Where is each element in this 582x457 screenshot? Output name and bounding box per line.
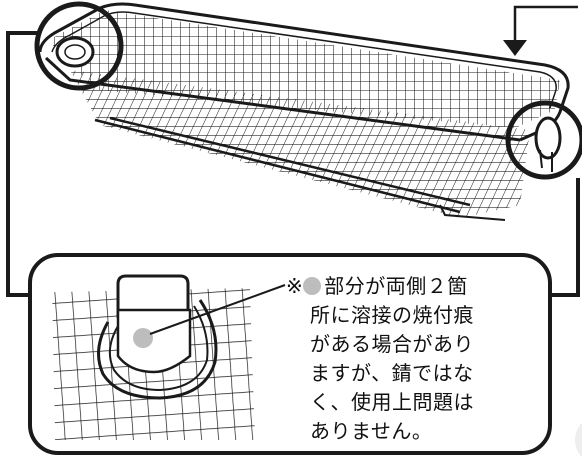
note-mark: ※ <box>286 274 304 298</box>
right-handle-highlight <box>505 100 582 180</box>
wire-basket <box>38 2 570 221</box>
note-line-5: く、使用上問題は <box>310 390 474 414</box>
note-line-2: 所に溶接の焼付痕 <box>310 303 474 327</box>
down-arrow-icon <box>503 40 527 56</box>
note-line-1: ※部分が両側２箇 <box>286 274 468 298</box>
note-line-4: ますが、錆ではな <box>310 361 474 385</box>
left-handle-highlight <box>34 1 124 91</box>
gray-dot-icon <box>303 277 322 295</box>
left-handle <box>55 36 95 68</box>
left-connector <box>6 31 40 297</box>
right-handle <box>534 116 562 172</box>
right-lower-connector <box>548 178 580 297</box>
right-connector <box>513 5 578 40</box>
weld-mark <box>133 328 153 348</box>
note-line-3: がある場合があり <box>310 332 474 356</box>
note-line-6: ありません。 <box>310 419 433 443</box>
corner-shade <box>575 422 582 457</box>
enlarged-handle-detail <box>52 274 286 440</box>
weld-note: ※部分が両側２箇 所に溶接の焼付痕 がある場合があり ますが、錆ではな く、使用… <box>286 272 526 446</box>
